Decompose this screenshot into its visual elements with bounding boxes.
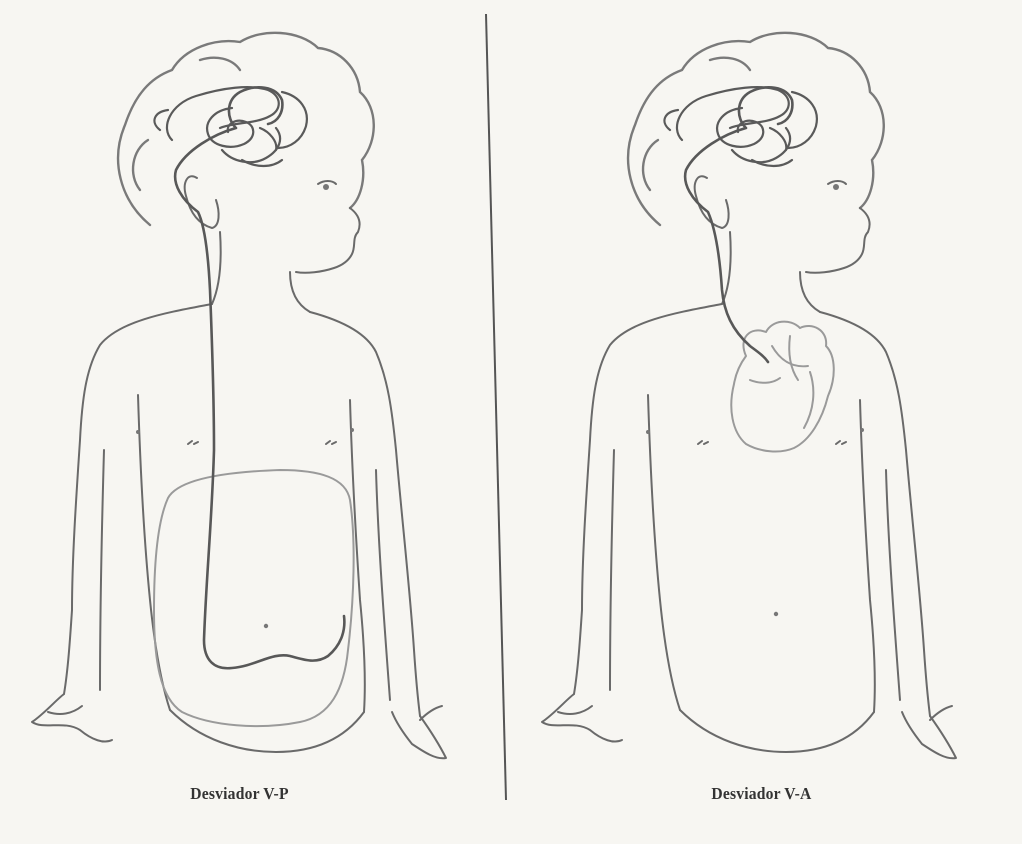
peritoneal-cavity — [154, 470, 354, 726]
navel — [264, 624, 268, 628]
navel — [774, 612, 778, 616]
vp-shunt-figure — [32, 33, 446, 758]
va-shunt-figure — [542, 33, 956, 758]
caption-vp-shunt: Desviador V-P — [190, 784, 288, 804]
vp-shunt-catheter — [175, 87, 344, 668]
panel-divider — [486, 14, 506, 800]
caption-va-shunt: Desviador V-A — [711, 784, 811, 804]
